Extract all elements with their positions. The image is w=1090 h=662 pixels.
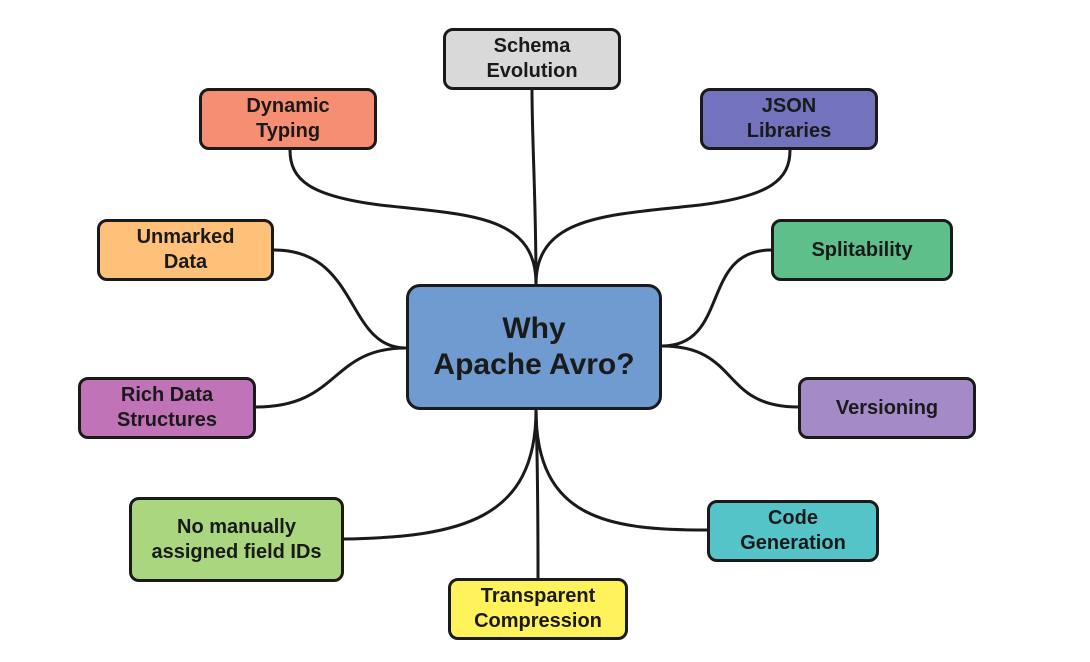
connector-versioning (660, 344, 800, 409)
topic-dynamic-typing: Dynamic Typing (199, 88, 377, 150)
topic-json-libraries: JSON Libraries (700, 88, 878, 150)
connector-dynamic-typing (288, 148, 538, 286)
topic-no-manual-field-ids: No manually assigned field IDs (129, 497, 344, 582)
connector-unmarked-data (272, 248, 408, 350)
connector-json-libraries (534, 148, 792, 286)
topic-code-generation: Code Generation (707, 500, 879, 562)
topic-transparent-compression: Transparent Compression (448, 578, 628, 640)
connector-schema-evolution (530, 88, 538, 286)
connector-splitability (660, 248, 773, 348)
topic-splitability: Splitability (771, 219, 953, 281)
topic-versioning: Versioning (798, 377, 976, 439)
topic-rich-data-structures: Rich Data Structures (78, 377, 256, 439)
connector-code-generation (534, 408, 709, 532)
topic-unmarked-data: Unmarked Data (97, 219, 274, 281)
connector-no-manual-field-ids (342, 408, 538, 541)
central-topic: Why Apache Avro? (406, 284, 662, 410)
connectors (254, 88, 800, 580)
topic-schema-evolution: Schema Evolution (443, 28, 621, 90)
connector-transparent-compression (534, 408, 540, 580)
connector-rich-data-structures (254, 346, 408, 409)
